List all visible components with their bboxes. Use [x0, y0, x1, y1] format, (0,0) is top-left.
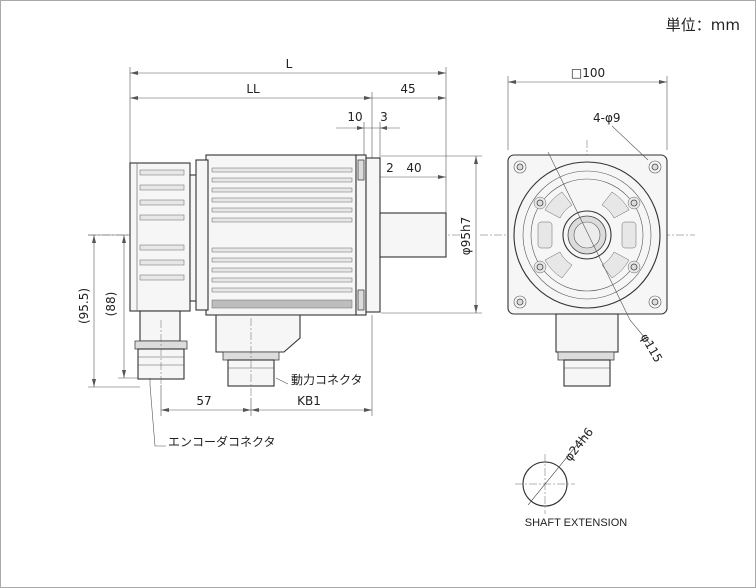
dim-L: L [286, 57, 293, 71]
dim-phi95: φ95h7 [459, 217, 473, 255]
unit-label: 単位：mm [666, 16, 740, 34]
dim-57: 57 [196, 394, 211, 408]
front-view: □100 4-φ9 φ115 [480, 66, 695, 387]
label-encoder-connector: エンコーダコネクタ [168, 434, 276, 449]
power-connector-base [215, 314, 301, 353]
dim-2: 2 [386, 161, 394, 175]
mounting-holes [513, 160, 662, 309]
front-pilot-circle [513, 161, 661, 309]
dim-LL: LL [246, 82, 260, 96]
dim-10: 10 [347, 110, 362, 124]
dim-phi115: φ115 [638, 331, 666, 365]
motor-fins [211, 167, 353, 309]
dim-holes: 4-φ9 [593, 111, 621, 125]
front-power-connector-base [555, 313, 619, 353]
dim-95-5: (95.5) [77, 288, 91, 324]
flange-bolts [533, 196, 641, 274]
dim-40: 40 [406, 161, 421, 175]
label-power-connector: 動力コネクタ [291, 373, 363, 387]
shaft [379, 212, 447, 258]
dim-45: 45 [400, 82, 415, 96]
dim-phi24: φ24h6 [561, 425, 596, 464]
side-view: L LL 45 10 3 2 40 φ95h7 [77, 57, 482, 449]
dim-3: 3 [380, 110, 388, 124]
shaft-extension-caption: SHAFT EXTENSION [525, 517, 628, 529]
shaft-extension-view: φ24h6 SHAFT EXTENSION [515, 425, 627, 529]
dim-88: (88) [104, 292, 118, 317]
front-power-connector [563, 359, 611, 387]
encoder-connector-base [139, 310, 181, 342]
dim-square: □100 [571, 66, 605, 80]
dim-KB1: KB1 [297, 394, 321, 408]
